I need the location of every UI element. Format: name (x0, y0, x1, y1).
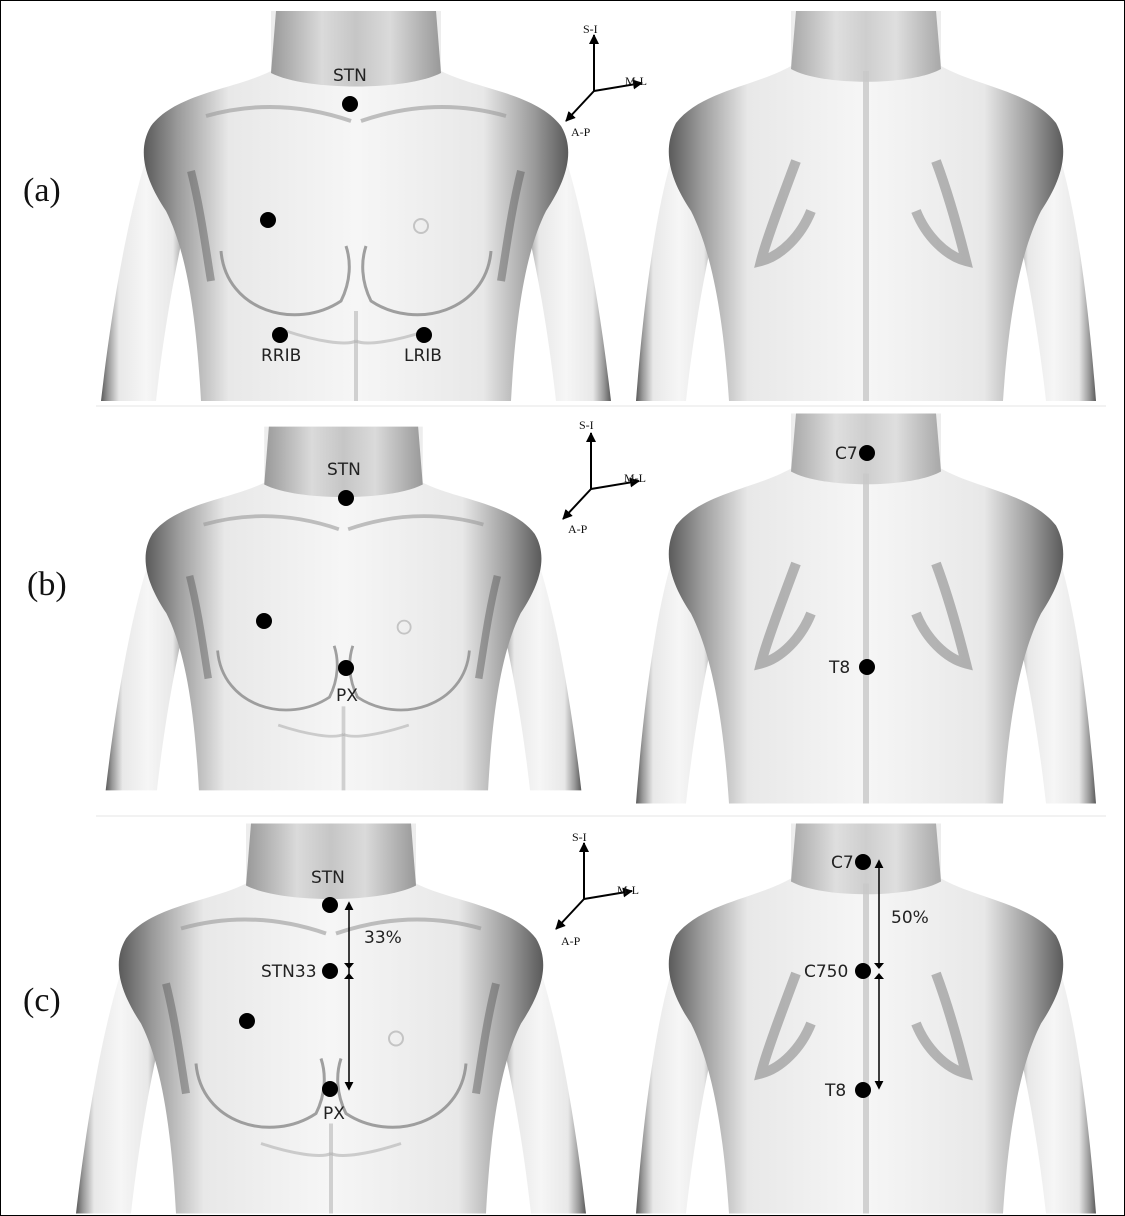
marker-label-c7: C7 (831, 853, 854, 873)
marker-dot-stn (322, 897, 338, 913)
marker-label-c750: C750 (804, 962, 848, 982)
marker-dot-stn (342, 96, 358, 112)
axis-ap-label: A-P (571, 125, 591, 139)
marker-label-lrib: LRIB (404, 346, 442, 366)
marker-label-rrib: RRIB (261, 346, 301, 366)
marker-dot-t8 (859, 659, 875, 675)
axis-ap-label: A-P (568, 522, 588, 536)
marker-dot-c750 (855, 963, 871, 979)
marker-dot-stn (338, 490, 354, 506)
marker-dot-c7 (855, 854, 871, 870)
marker-label-c7: C7 (835, 444, 858, 464)
marker-dot-px (338, 660, 354, 676)
anterior-percentage-label: 33% (364, 928, 402, 948)
marker-label-stn: STN (333, 66, 367, 86)
marker-label-px: PX (336, 686, 358, 706)
axis-ap-label: A-P (561, 934, 581, 948)
posterior-percentage-label: 50% (891, 908, 929, 928)
marker-label-stn: STN (327, 460, 361, 480)
marker-label-t8: T8 (824, 1081, 846, 1101)
axis-ml-label: M-L (617, 883, 639, 897)
marker-dot-px (322, 1081, 338, 1097)
marker-label-px: PX (323, 1104, 345, 1124)
row-label: (c) (23, 982, 61, 1019)
marker-dot-unlabeled (256, 613, 272, 629)
marker-dot-stn33 (322, 963, 338, 979)
marker-dot-lrib (416, 327, 432, 343)
row-label: (a) (23, 172, 61, 209)
marker-dot-c7 (859, 445, 875, 461)
marker-dot-t8 (855, 1082, 871, 1098)
marker-label-stn33: STN33 (261, 962, 317, 982)
axis-ml-label: M-L (625, 74, 647, 88)
row-label: (b) (27, 566, 67, 603)
axis-ml-label: M-L (624, 471, 646, 485)
marker-label-stn: STN (311, 868, 345, 888)
axis-si-label: S-I (579, 418, 594, 432)
marker-label-t8: T8 (828, 658, 850, 678)
marker-dot-unlabeled (239, 1013, 255, 1029)
marker-dot-rrib (272, 327, 288, 343)
axis-si-label: S-I (583, 22, 598, 36)
axis-si-label: S-I (572, 830, 587, 844)
marker-dot-unlabeled (260, 212, 276, 228)
